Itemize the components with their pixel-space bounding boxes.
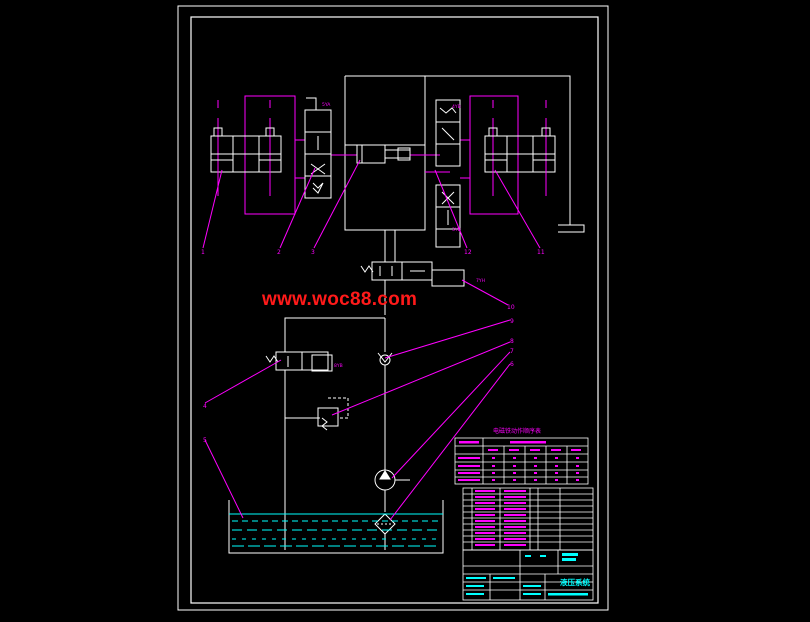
valve-8yb [265,351,333,372]
right-circuit [410,95,519,215]
balloon-5: 5 [203,437,207,444]
left-circuit [244,95,357,215]
valve-7yh [360,261,465,315]
balloon-8: 8 [510,338,514,345]
drawing-title: 液压系统 [560,577,590,587]
oil-tank [228,500,444,554]
valve-tag-5ya: 5YA [322,102,331,108]
balloon-2: 2 [277,249,281,256]
parts-list [462,487,594,551]
valve-tag-7yh: 7YH [476,278,485,284]
title-block-marks [466,553,588,596]
valve-4yb [435,99,461,167]
balloon-1: 1 [201,249,205,256]
right-clamp-cylinders [484,100,556,196]
balloon-4: 4 [203,403,207,410]
sequence-table-title: 电磁铁动作顺序表 [493,427,541,435]
valve-tag-4yb: 4YB [452,104,461,110]
feed-cylinder [356,144,411,164]
main-pipe-network [344,75,585,262]
leader-lines [202,159,541,521]
valve-tag-8yb: 8YB [334,363,343,369]
balloon-10: 10 [507,304,515,311]
left-clamp-cylinders [210,100,282,196]
pump-circuit [284,317,410,550]
watermark-url: www.woc88.com [262,289,418,310]
parts-list-text [475,490,526,546]
valve-3yb [435,184,461,248]
balloon-6: 6 [510,361,514,368]
solenoid-sequence-table [454,437,589,485]
inner-frame [190,16,599,604]
valve-tag-3yb: 3YB [452,227,461,233]
valve-5ya [304,97,332,199]
balloon-3: 3 [311,249,315,256]
balloon-11: 11 [537,249,545,256]
balloon-7: 7 [510,348,514,355]
sequence-table-marks [458,441,581,481]
title-block [462,549,594,601]
balloon-9: 9 [510,318,514,325]
balloon-12: 12 [464,249,472,256]
outer-frame [177,5,609,611]
